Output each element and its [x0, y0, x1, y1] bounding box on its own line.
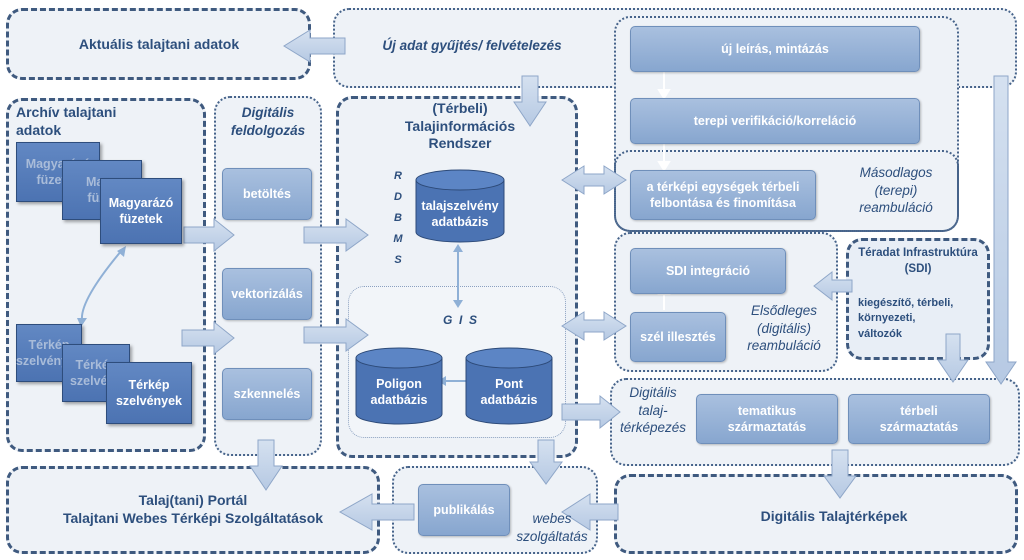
web-services-label: webes szolgáltatás: [516, 511, 588, 544]
secondary-reambulation-label: Másodlagos (terepi) reambuláció: [859, 165, 933, 216]
digital-maps-panel: [614, 474, 1018, 554]
sdi-title: Téradat Infrastruktúra (SDI): [858, 247, 978, 275]
arrow-processing-to-gis: [303, 318, 369, 352]
step-scanning: szkennelés: [222, 368, 312, 420]
point-db-cylinder: [465, 347, 553, 425]
sdi-panel: [846, 238, 990, 360]
arrow-tir-to-publishing: [529, 439, 563, 485]
step-vectorizing: vektorizálás: [222, 268, 312, 320]
arrow-sdi-down: [937, 333, 969, 383]
booklets-sheets-link: [80, 249, 123, 321]
publishing-box: publikálás: [418, 484, 510, 536]
arrow-tir-edge-double: [561, 311, 627, 341]
arrow-mapping-to-maps: [823, 449, 857, 499]
rdbms-label: R D B M S: [390, 166, 406, 271]
booklet-card-3: Magyarázó füzetek: [100, 178, 182, 244]
sdi-items: kiegészítő, térbeli, környezeti, változó…: [858, 297, 954, 340]
portal-panel: [6, 466, 380, 554]
arrow-tir-to-mapping: [561, 394, 621, 430]
digital-processing-title: Digitális feldolgozás: [230, 105, 306, 138]
digital-maps-title: Digitális Talajtérképek: [760, 508, 908, 524]
primary-reambulation-label: Elsődleges (digitális) reambuláció: [747, 303, 821, 354]
archive-title: Archív talajtani adatok: [16, 104, 117, 138]
arrow-right-edge-down: [985, 75, 1017, 385]
arrow-sheets-to-processing: [181, 320, 235, 356]
rdbms-letter-s: S: [394, 254, 402, 266]
polygon-db-label: Poligon adatbázis: [370, 377, 428, 408]
new-description-box: új leírás, mintázás: [630, 26, 920, 72]
profile-db-label: talajszelvény adatbázis: [421, 199, 499, 230]
arrow-down-to-tir: [513, 75, 547, 127]
new-data-collection-label: Új adat gyűjtés/ felvételezés: [382, 38, 562, 53]
rdbms-letter-m: M: [393, 233, 403, 245]
current-data-title: Aktuális talajtani adatok: [78, 36, 240, 52]
polygon-db-cylinder: [355, 347, 443, 425]
arrow-sdi-to-integration: [813, 270, 853, 302]
gis-label: G I S: [442, 313, 477, 327]
portal-title: Talaj(tani) Portál Talajtani Webes Térké…: [62, 492, 324, 526]
spatial-derivation-box: térbeli származtatás: [848, 394, 990, 444]
refinement-box: a térképi egységek térbeli felbontása és…: [630, 170, 816, 220]
arrow-processing-to-portal: [249, 439, 283, 491]
edge-matching-box: szél illesztés: [630, 312, 726, 362]
thematic-derivation-box: tematikus származtatás: [696, 394, 838, 444]
point-db-label: Pont adatbázis: [480, 377, 538, 408]
sheet-card-3: Térkép szelvények: [106, 362, 192, 424]
arrow-processing-to-profile: [303, 218, 369, 252]
profile-db-cylinder: [415, 169, 505, 243]
rdbms-letter-b: B: [394, 212, 402, 224]
tir-title: (Térbeli) Talajinformációs Rendszer: [404, 100, 516, 151]
field-verification-box: terepi verifikáció/korreláció: [630, 98, 920, 144]
current-data-panel: [6, 8, 311, 80]
rdbms-letter-d: D: [394, 191, 402, 203]
secondary-reambulation-panel: [614, 150, 959, 232]
step-loading: betöltés: [222, 168, 312, 220]
digital-mapping-title: Digitális talaj- térképezés: [619, 385, 687, 436]
arrow-publishing-to-portal: [338, 493, 415, 531]
arrow-new-to-current: [283, 29, 346, 63]
rdbms-letter-r: R: [394, 170, 402, 182]
arrow-booklets-to-processing: [183, 217, 235, 253]
sdi-integration-box: SDI integráció: [630, 248, 786, 294]
arrow-maps-to-web: [561, 493, 619, 531]
arrow-tir-refinement-double: [561, 165, 627, 195]
